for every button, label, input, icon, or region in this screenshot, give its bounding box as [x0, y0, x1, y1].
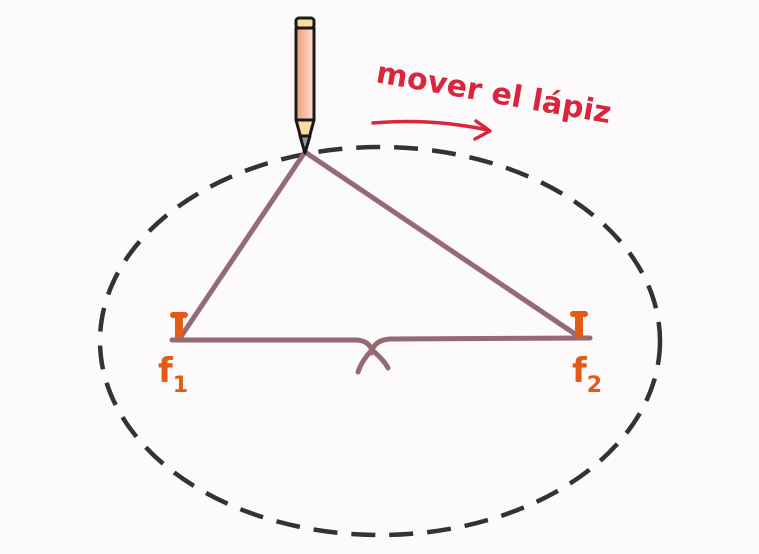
pencil-icon: [294, 16, 316, 155]
pin-f1: [170, 312, 188, 338]
arrow-head-icon: [473, 119, 492, 141]
string: [169, 149, 593, 375]
focus2-label: f2: [572, 351, 602, 398]
dashed-ellipse: [97, 144, 663, 538]
arrow-icon: [371, 119, 490, 132]
focus1-label: f1: [158, 351, 188, 398]
pin-f2: [570, 311, 588, 337]
